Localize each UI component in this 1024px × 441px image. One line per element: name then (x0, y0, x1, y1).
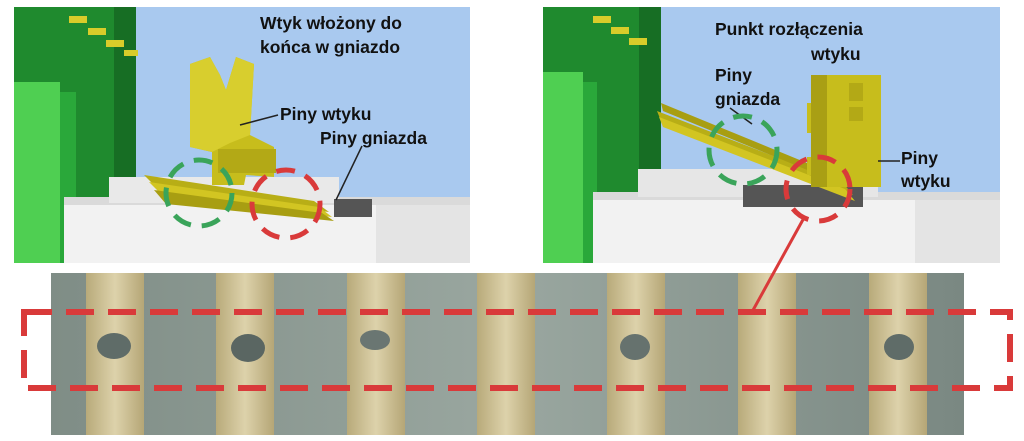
right-red-dashed-circle (786, 157, 850, 221)
red-leader-line (752, 216, 805, 312)
left-red-dashed-circle (252, 170, 320, 238)
left-plug-pins-pointer (240, 115, 278, 125)
left-green-dashed-circle (166, 160, 232, 226)
left-socket-pins-pointer (336, 146, 362, 200)
red-dashed-highlight-rectangle (24, 312, 1010, 388)
right-green-dashed-circle (709, 116, 777, 184)
